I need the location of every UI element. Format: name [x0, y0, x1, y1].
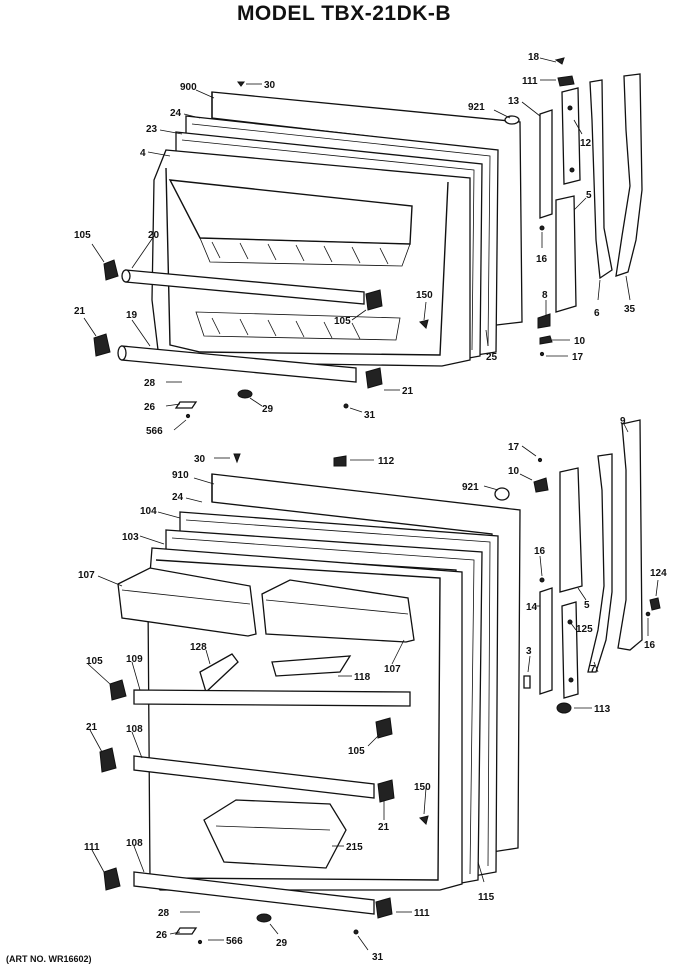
callout-10-b: 10 [508, 466, 520, 477]
callout-26: 26 [144, 402, 156, 413]
callout-24: 24 [170, 108, 182, 119]
callout-labels: 900 30 24 23 4 921 13 18 111 12 5 16 6 3… [74, 52, 667, 963]
callout-910: 910 [172, 470, 189, 481]
callout-13: 13 [508, 96, 520, 107]
callout-26-b: 26 [156, 930, 168, 941]
callout-5-b: 5 [584, 600, 590, 611]
callout-108-b: 108 [126, 838, 143, 849]
callout-921: 921 [468, 102, 485, 113]
callout-23: 23 [146, 124, 158, 135]
callout-19: 19 [126, 310, 138, 321]
callout-105-c: 105 [86, 656, 103, 667]
callout-109: 109 [126, 654, 143, 665]
callout-21-c: 21 [86, 722, 98, 733]
callout-115: 115 [478, 892, 495, 903]
callout-31-b: 31 [372, 952, 384, 963]
leader-lines [83, 57, 659, 951]
callout-112: 112 [378, 456, 395, 467]
callout-125: 125 [576, 624, 593, 635]
callout-31: 31 [364, 410, 376, 421]
callout-118: 118 [354, 672, 371, 683]
callout-215: 215 [346, 842, 363, 853]
art-number: (ART NO. WR16602) [6, 954, 92, 964]
callout-29: 29 [262, 404, 274, 415]
callout-103: 103 [122, 532, 139, 543]
diagram-title: MODEL TBX-21DK-B [236, 2, 452, 25]
callout-111: 111 [522, 76, 538, 87]
callout-105-d: 105 [348, 746, 365, 757]
callout-16-b: 16 [534, 546, 546, 557]
callout-921-b: 921 [462, 482, 479, 493]
callout-20: 20 [148, 230, 160, 241]
callout-104: 104 [140, 506, 157, 517]
freezer-door-assembly [93, 57, 643, 419]
callout-12: 12 [580, 138, 592, 149]
callout-5: 5 [586, 190, 592, 201]
callout-566-b: 566 [226, 936, 243, 947]
callout-30-b: 30 [194, 454, 206, 465]
callout-25: 25 [486, 352, 498, 363]
callout-29-b: 29 [276, 938, 288, 949]
callout-4: 4 [140, 148, 146, 159]
callout-21-b: 21 [402, 386, 414, 397]
callout-128: 128 [190, 642, 207, 653]
callout-21: 21 [74, 306, 86, 317]
callout-566: 566 [146, 426, 163, 437]
callout-111-b: 111 [84, 842, 100, 853]
callout-21-d: 21 [378, 822, 390, 833]
callout-3: 3 [526, 646, 532, 657]
callout-28-b: 28 [158, 908, 170, 919]
callout-28: 28 [144, 378, 156, 389]
callout-105-b: 105 [334, 316, 351, 327]
callout-18: 18 [528, 52, 540, 63]
callout-124: 124 [650, 568, 667, 579]
callout-108: 108 [126, 724, 143, 735]
callout-9: 9 [620, 416, 626, 427]
callout-107-b: 107 [384, 664, 401, 675]
callout-30: 30 [264, 80, 276, 91]
fresh-food-door-assembly [99, 419, 661, 945]
callout-150-b: 150 [414, 782, 431, 793]
callout-8: 8 [542, 290, 548, 301]
callout-17: 17 [572, 352, 584, 363]
callout-7: 7 [590, 664, 596, 675]
callout-105: 105 [74, 230, 91, 241]
callout-113: 113 [594, 704, 611, 715]
callout-16-c: 16 [644, 640, 656, 651]
callout-10: 10 [574, 336, 586, 347]
callout-111-c: 111 [414, 908, 430, 919]
callout-35: 35 [624, 304, 636, 315]
callout-900: 900 [180, 82, 197, 93]
callout-107: 107 [78, 570, 95, 581]
callout-150: 150 [416, 290, 433, 301]
callout-16: 16 [536, 254, 548, 265]
callout-14: 14 [526, 602, 538, 613]
callout-17-b: 17 [508, 442, 520, 453]
callout-6: 6 [594, 308, 600, 319]
callout-24-b: 24 [172, 492, 184, 503]
